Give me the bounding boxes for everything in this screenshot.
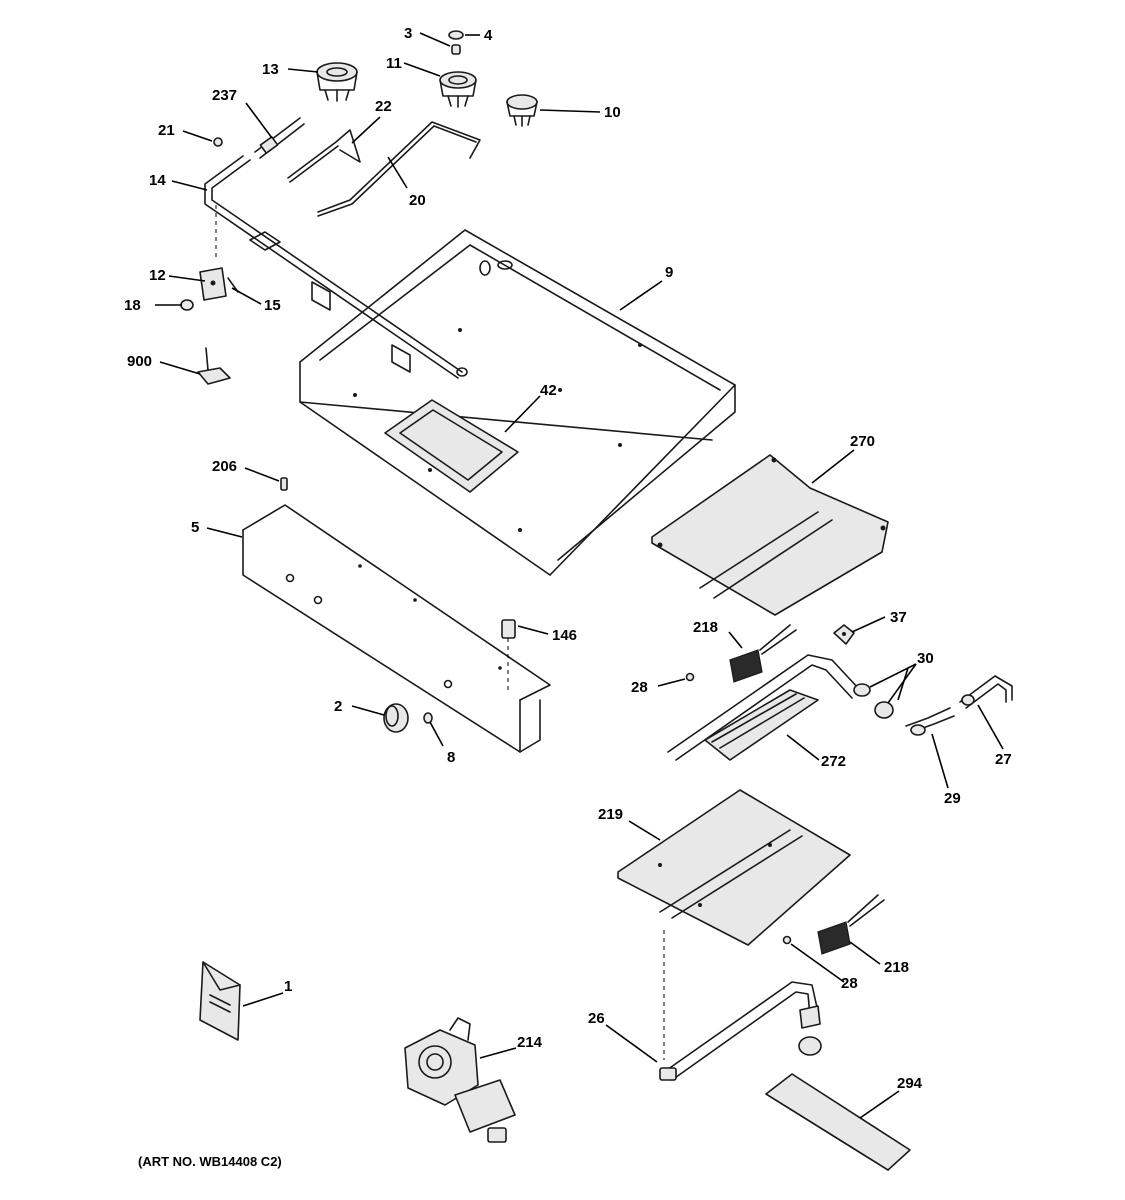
callout-14: 14: [149, 172, 166, 189]
callout-272: 272: [821, 753, 846, 770]
callout-206: 206: [212, 458, 237, 475]
spring-clip-8[interactable]: [423, 712, 433, 724]
callout-8: 8: [447, 749, 455, 766]
callout-11: 11: [386, 55, 402, 72]
broil-shield-270[interactable]: [651, 454, 889, 616]
callout-18: 18: [124, 297, 141, 314]
callout-29: 29: [944, 790, 961, 807]
callout-294: 294: [897, 1075, 923, 1092]
burner-box-9[interactable]: [299, 229, 736, 576]
callout-900: 900: [127, 353, 152, 370]
igniter-218-upper[interactable]: [729, 624, 797, 683]
screw-28-lower[interactable]: [782, 935, 792, 945]
callout-37: 37: [890, 609, 907, 626]
callout-4: 4: [484, 27, 493, 44]
safety-valve-214[interactable]: [404, 1017, 516, 1143]
callout-12: 12: [149, 267, 166, 284]
art-number: (ART NO. WB14408 C2): [138, 1154, 282, 1169]
control-knob-2[interactable]: [383, 703, 409, 733]
callout-30: 30: [917, 650, 934, 667]
callout-9: 9: [665, 264, 673, 281]
broil-burner-272[interactable]: [704, 689, 819, 761]
burner-head-11[interactable]: [439, 71, 477, 108]
burner-baffle-294[interactable]: [765, 1073, 911, 1171]
oven-burner-shield-219[interactable]: [617, 789, 851, 946]
callout-42: 42: [540, 382, 557, 399]
elbow-29[interactable]: [905, 707, 955, 736]
callout-219: 219: [598, 806, 623, 823]
callout-2: 2: [334, 698, 342, 715]
screw-3[interactable]: [451, 44, 461, 55]
screw-21[interactable]: [213, 137, 223, 147]
switch-146[interactable]: [501, 619, 516, 690]
orifice-30[interactable]: [853, 683, 894, 719]
vent-cover-42[interactable]: [384, 399, 519, 493]
literature-packet-1[interactable]: [199, 961, 241, 1041]
callout-13: 13: [262, 61, 279, 78]
nut-18[interactable]: [180, 299, 194, 311]
fitting-237[interactable]: [254, 117, 305, 159]
callout-214: 214: [517, 1034, 543, 1051]
callout-10: 10: [604, 104, 621, 121]
callout-270: 270: [850, 433, 875, 450]
callout-21: 21: [158, 122, 175, 139]
broil-burner-tube[interactable]: [667, 654, 861, 761]
burner-cap-4[interactable]: [448, 30, 464, 40]
oven-burner-26[interactable]: [659, 981, 822, 1081]
callout-22: 22: [375, 98, 392, 115]
igniter-218-lower[interactable]: [817, 894, 885, 955]
callout-28-upper: 28: [631, 679, 648, 696]
callout-218-upper: 218: [693, 619, 718, 636]
callout-146: 146: [552, 627, 577, 644]
callout-26: 26: [588, 1010, 605, 1027]
leader-lines: [155, 32, 1004, 1119]
callout-218-lower: 218: [884, 959, 909, 976]
callout-20: 20: [409, 192, 426, 209]
callout-1: 1: [284, 978, 292, 995]
screw-206[interactable]: [280, 477, 288, 491]
manifold-pipe-14[interactable]: [204, 155, 468, 379]
screw-28-upper[interactable]: [685, 672, 695, 682]
bracket-900[interactable]: [197, 347, 231, 385]
callout-237: 237: [212, 87, 237, 104]
callout-5: 5: [191, 519, 199, 536]
burner-tube-22[interactable]: [287, 129, 361, 183]
bracket-37[interactable]: [833, 624, 855, 645]
callout-3: 3: [404, 25, 412, 42]
burner-head-10[interactable]: [506, 94, 538, 127]
callout-labels: 13 11 3 4 10 237 21 22 20 14 12 15 18 90…: [124, 25, 1012, 1092]
callout-15: 15: [264, 297, 281, 314]
tube-27[interactable]: [959, 675, 1013, 709]
burner-head-13[interactable]: [316, 62, 358, 102]
manifold-panel-5[interactable]: [242, 504, 551, 753]
valve-12[interactable]: [199, 267, 227, 301]
callout-28-lower: 28: [841, 975, 858, 992]
callout-27: 27: [995, 751, 1012, 768]
